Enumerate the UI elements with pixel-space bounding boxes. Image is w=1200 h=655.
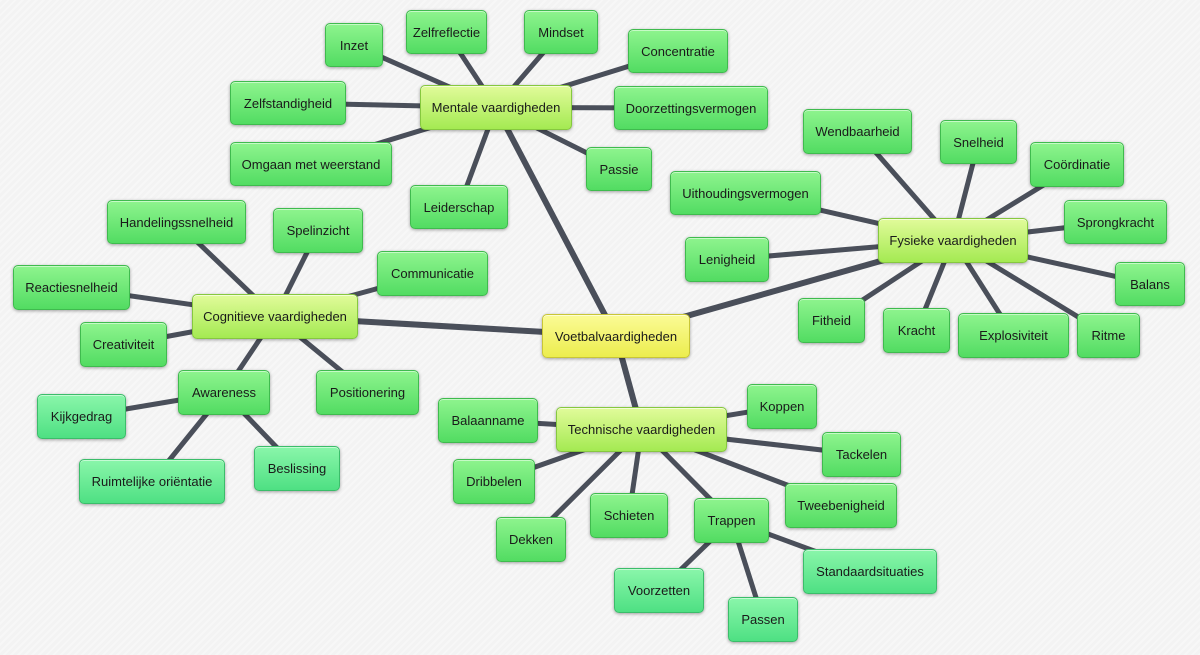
connector-n-root-n-mentaal xyxy=(493,104,619,339)
node-balaanname[interactable]: Balaanname xyxy=(438,398,538,443)
node-tackelen[interactable]: Tackelen xyxy=(822,432,901,477)
node-zelfstandigheid[interactable]: Zelfstandigheid xyxy=(230,81,346,125)
node-tweebenigheid[interactable]: Tweebenigheid xyxy=(785,483,897,528)
node-zelfreflectie[interactable]: Zelfreflectie xyxy=(406,10,487,54)
node-kijkgedrag[interactable]: Kijkgedrag xyxy=(37,394,126,439)
node-snelheid[interactable]: Snelheid xyxy=(940,120,1017,164)
branch-node-fysieke-vaardigheden[interactable]: Fysieke vaardigheden xyxy=(878,218,1028,263)
node-mindset[interactable]: Mindset xyxy=(524,10,598,54)
node-voorzetten[interactable]: Voorzetten xyxy=(614,568,704,613)
node-inzet[interactable]: Inzet xyxy=(325,23,383,67)
node-leiderschap[interactable]: Leiderschap xyxy=(410,185,508,229)
node-dekken[interactable]: Dekken xyxy=(496,517,566,562)
node-schieten[interactable]: Schieten xyxy=(590,493,668,538)
node-creativiteit[interactable]: Creativiteit xyxy=(80,322,167,367)
node-handelingssnelheid[interactable]: Handelingssnelheid xyxy=(107,200,246,244)
node-communicatie[interactable]: Communicatie xyxy=(377,251,488,296)
branch-node-mentale-vaardigheden[interactable]: Mentale vaardigheden xyxy=(420,85,572,130)
node-dribbelen[interactable]: Dribbelen xyxy=(453,459,535,504)
node-coordinatie[interactable]: Coördinatie xyxy=(1030,142,1124,187)
node-passie[interactable]: Passie xyxy=(586,147,652,191)
node-passen[interactable]: Passen xyxy=(728,597,798,642)
node-balans[interactable]: Balans xyxy=(1115,262,1185,306)
node-ruimtelijke-orientatie[interactable]: Ruimtelijke oriëntatie xyxy=(79,459,225,504)
node-beslissing[interactable]: Beslissing xyxy=(254,446,340,491)
node-koppen[interactable]: Koppen xyxy=(747,384,817,429)
branch-node-cognitieve-vaardigheden[interactable]: Cognitieve vaardigheden xyxy=(192,294,358,339)
node-sprongkracht[interactable]: Sprongkracht xyxy=(1064,200,1167,244)
node-lenigheid[interactable]: Lenigheid xyxy=(685,237,769,282)
node-reactiesnelheid[interactable]: Reactiesnelheid xyxy=(13,265,130,310)
node-ritme[interactable]: Ritme xyxy=(1077,313,1140,358)
node-trappen[interactable]: Trappen xyxy=(694,498,769,543)
node-concentratie[interactable]: Concentratie xyxy=(628,29,728,73)
node-standaardsituaties[interactable]: Standaardsituaties xyxy=(803,549,937,594)
node-omgaan-met-weerstand[interactable]: Omgaan met weerstand xyxy=(230,142,392,186)
node-uithoudingsvermogen[interactable]: Uithoudingsvermogen xyxy=(670,171,821,215)
node-doorzettingsvermogen[interactable]: Doorzettingsvermogen xyxy=(614,86,768,130)
node-explosiviteit[interactable]: Explosiviteit xyxy=(958,313,1069,358)
branch-node-technische-vaardigheden[interactable]: Technische vaardigheden xyxy=(556,407,727,452)
node-positionering[interactable]: Positionering xyxy=(316,370,419,415)
node-awareness[interactable]: Awareness xyxy=(178,370,270,415)
node-fitheid[interactable]: Fitheid xyxy=(798,298,865,343)
node-spelinzicht[interactable]: Spelinzicht xyxy=(273,208,363,253)
node-kracht[interactable]: Kracht xyxy=(883,308,950,353)
node-wendbaarheid[interactable]: Wendbaarheid xyxy=(803,109,912,154)
root-node-voetbalvaardigheden[interactable]: Voetbalvaardigheden xyxy=(542,314,690,358)
